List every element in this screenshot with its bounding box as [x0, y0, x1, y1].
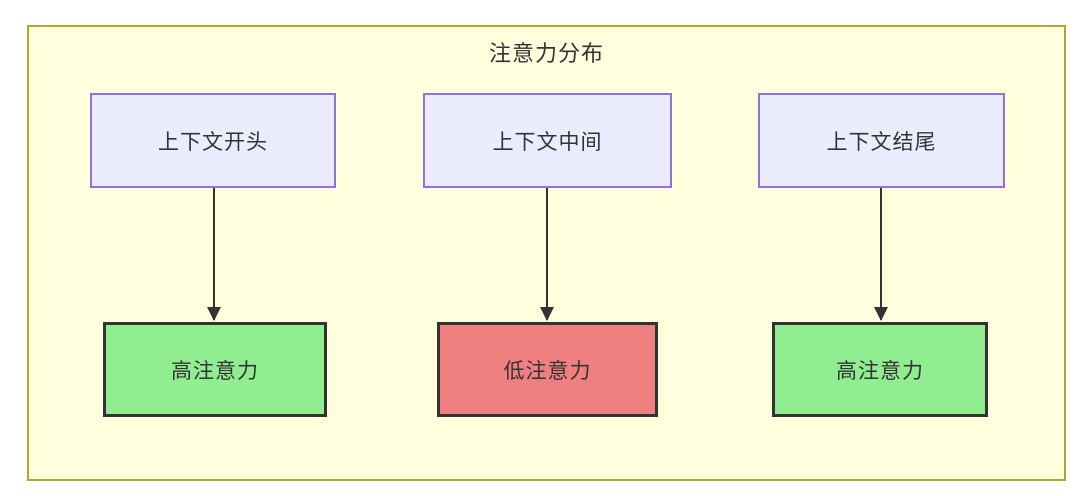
- node-context-middle: 上下文中间: [423, 93, 672, 188]
- node-high-attention-right: 高注意力: [772, 322, 988, 417]
- diagram-title: 注意力分布: [488, 41, 604, 66]
- node-context-start-label: 上下文开头: [158, 130, 268, 154]
- node-low-attention-middle-label: 低注意力: [503, 359, 592, 383]
- node-context-start: 上下文开头: [90, 93, 336, 188]
- node-context-end: 上下文结尾: [758, 93, 1005, 188]
- attention-distribution-container: 注意力分布 上下文开头 上下文中间 上下文结尾 高注意力 低注意力: [27, 25, 1066, 481]
- node-low-attention-middle: 低注意力: [437, 322, 658, 417]
- node-context-middle-label: 上下文中间: [492, 130, 603, 154]
- node-high-attention-right-label: 高注意力: [836, 359, 924, 383]
- node-context-end-label: 上下文结尾: [826, 130, 937, 154]
- node-high-attention-left: 高注意力: [103, 322, 327, 417]
- node-high-attention-left-label: 高注意力: [171, 359, 259, 383]
